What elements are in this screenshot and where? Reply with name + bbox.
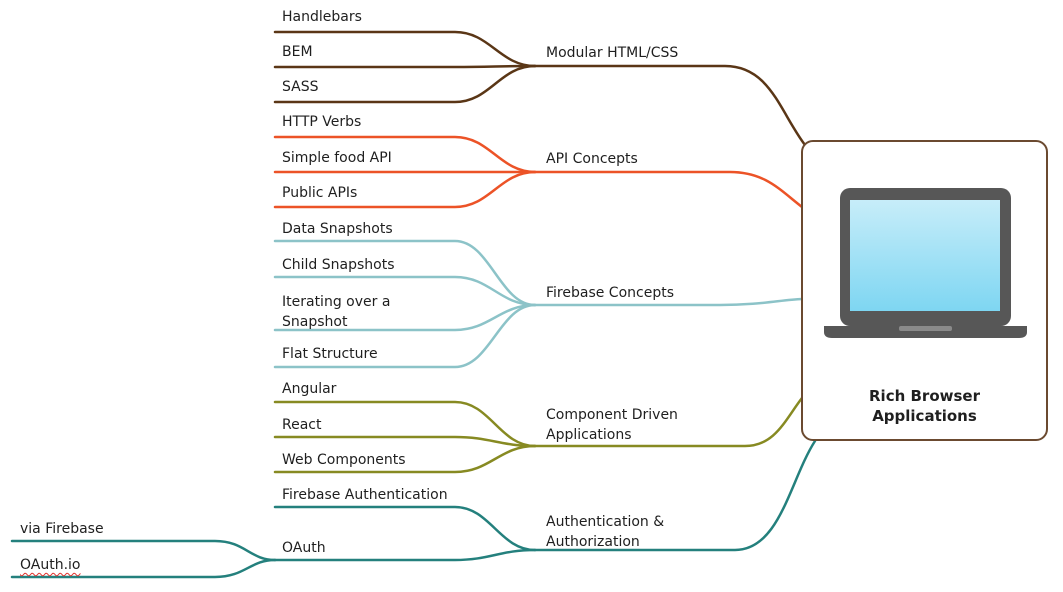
node-iterating-over-a-snapshot: Iterating over a Snapshot [282, 294, 391, 330]
line-modular-to-root [533, 64, 807, 147]
line-child-snapshots [273, 275, 537, 307]
root-title-line2: Applications [872, 407, 977, 425]
line-public-apis [273, 170, 537, 209]
root-title: Rich Browser Applications [803, 386, 1046, 426]
node-handlebars: Handlebars [282, 9, 362, 25]
node-sass: SASS [282, 79, 319, 95]
line-bem [273, 64, 537, 69]
line-sass [273, 64, 537, 104]
node-flat-structure: Flat Structure [282, 346, 378, 362]
line-api-to-root [533, 170, 804, 209]
node-data-snapshots: Data Snapshots [282, 221, 393, 237]
line-react [273, 435, 537, 448]
line-data-snapshots [273, 239, 537, 307]
line-web-components [273, 444, 537, 474]
line-oauth [273, 548, 537, 562]
node-bem: BEM [282, 44, 313, 60]
node-public-apis: Public APIs [282, 185, 358, 201]
node-oauth: OAuth [282, 540, 326, 556]
laptop-icon [824, 188, 1027, 338]
branch-firebase-concepts: Firebase Concepts [546, 285, 675, 301]
branch-authentication-authorization: Authentication & Authorization [546, 514, 665, 550]
node-child-snapshots: Child Snapshots [282, 257, 395, 273]
node-via-firebase: via Firebase [20, 521, 104, 537]
branch-api-concepts: API Concepts [546, 151, 638, 167]
line-flat-structure [273, 303, 537, 369]
oauth-io-label: OAuth.io [20, 557, 81, 573]
node-simple-food-api: Simple food API [282, 150, 392, 166]
line-component-to-root [533, 396, 804, 448]
node-react: React [282, 417, 322, 433]
line-http-verbs [273, 135, 537, 174]
line-handlebars [273, 30, 537, 68]
branch-component-driven-applications: Component Driven Applications [546, 407, 678, 443]
node-firebase-authentication: Firebase Authentication [282, 487, 448, 503]
line-oauth-io [10, 558, 277, 579]
line-angular [273, 400, 537, 448]
root-title-line1: Rich Browser [869, 387, 980, 405]
node-angular: Angular [282, 381, 337, 397]
node-http-verbs: HTTP Verbs [282, 114, 362, 130]
line-auth-to-root [533, 439, 817, 552]
line-firebase-to-root [533, 297, 804, 307]
branch-modular-html-css: Modular HTML/CSS [546, 45, 679, 61]
node-oauth-io: OAuth.io [20, 557, 81, 574]
line-firebase-authentication [273, 505, 537, 552]
root-node: Rich Browser Applications [801, 140, 1048, 441]
node-web-components: Web Components [282, 452, 406, 468]
